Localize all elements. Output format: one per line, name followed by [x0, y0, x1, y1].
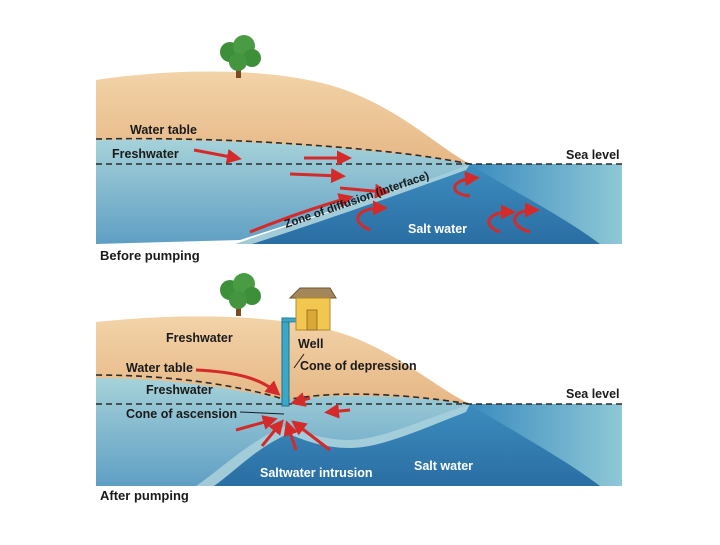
- label-salt-water-after: Salt water: [414, 459, 473, 473]
- water-table-line: [96, 137, 471, 165]
- label-freshwater-top: Freshwater: [166, 331, 233, 345]
- well-pipe: [281, 317, 290, 407]
- label-water-table-after: Water table: [126, 361, 193, 375]
- label-cone-of-depression: Cone of depression: [300, 359, 417, 373]
- cone-band: [196, 404, 470, 486]
- label-saltwater-intrusion: Saltwater intrusion: [260, 466, 373, 480]
- label-freshwater-after: Freshwater: [146, 383, 213, 397]
- label-salt-water: Salt water: [408, 222, 467, 236]
- freshwater-zone-after: [96, 378, 470, 486]
- freshwater-zone: [96, 139, 470, 244]
- after-pumping-panel: [96, 280, 622, 486]
- house-icon: [288, 287, 337, 331]
- label-freshwater: Freshwater: [112, 147, 179, 161]
- flow-arrows-after: [195, 368, 351, 452]
- zone-of-diffusion-band: [236, 164, 470, 244]
- label-sea-level: Sea level: [566, 148, 620, 162]
- flow-arrows: [193, 148, 540, 234]
- label-well: Well: [298, 337, 323, 351]
- label-water-table: Water table: [130, 123, 197, 137]
- sea: [470, 164, 622, 244]
- before-pumping-panel: [96, 40, 622, 244]
- tree-icon: [220, 35, 261, 78]
- caption-after-pumping: After pumping: [100, 488, 189, 503]
- label-cone-of-ascension: Cone of ascension: [126, 407, 237, 421]
- sea-after: [470, 404, 622, 486]
- caption-before-pumping: Before pumping: [100, 248, 200, 263]
- tree-icon: [220, 273, 261, 316]
- label-sea-level-after: Sea level: [566, 387, 620, 401]
